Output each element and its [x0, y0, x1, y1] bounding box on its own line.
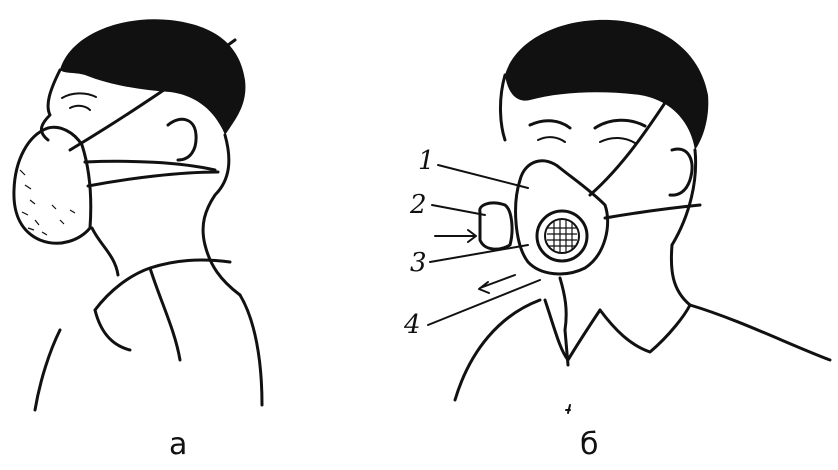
figure-b-eyes [538, 137, 635, 143]
callout-leader-1 [438, 165, 528, 188]
figure-b-filter-inner [545, 219, 579, 253]
figure-a-mask-stipple [20, 170, 75, 235]
figure-a-collar [95, 260, 230, 360]
figure-b-filter-mesh [547, 220, 577, 252]
figure-b-shirt-buttons [566, 405, 570, 413]
figure-b-caption: б [580, 430, 599, 460]
figure-b-respirator-mask [516, 161, 608, 274]
figure-b-ear [670, 149, 692, 195]
callout-3: 3 [410, 250, 427, 276]
figure-b-neck [560, 245, 690, 330]
figure-b-valve [480, 203, 512, 249]
figure-a-profile-with-mask [14, 19, 262, 410]
figure-a-ear [168, 119, 196, 160]
figure-a-hair [60, 19, 245, 135]
figure-a-lower-strap-1 [85, 161, 215, 170]
callout-1: 1 [418, 148, 435, 174]
figure-a-caption: а [169, 430, 187, 460]
figure-b-inhale-arrow [435, 230, 476, 242]
figure-a-eye [62, 93, 96, 110]
figure-b-exhale-arrow [479, 275, 515, 293]
callout-leader-2 [432, 205, 485, 215]
figure-a-lower-strap-2 [88, 172, 218, 186]
figure-b-brows [530, 120, 645, 128]
callout-2: 2 [410, 192, 427, 218]
figure-a-shoulders [35, 295, 262, 410]
figure-b-front-with-respirator [428, 20, 830, 413]
callout-4: 4 [404, 312, 421, 338]
callout-leader-3 [430, 245, 528, 262]
